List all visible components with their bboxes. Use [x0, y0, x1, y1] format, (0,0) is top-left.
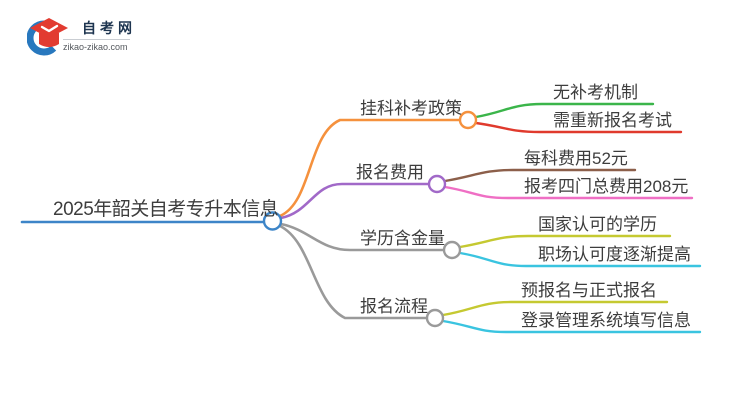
edge-branch2-to-leaf-total-fee [443, 185, 694, 200]
root-topic-label[interactable]: 2025年韶关自考专升本信息 [53, 199, 279, 220]
branch-fees-connector[interactable] [427, 174, 447, 194]
graduation-cap-icon [27, 18, 68, 56]
branch-degree-value-connector[interactable] [442, 240, 462, 260]
branch-process-connector[interactable] [425, 308, 445, 328]
edge-root-to-branch-fees [279, 182, 431, 220]
leaf-per-subject-fee-label[interactable]: 每科费用52元 [524, 149, 628, 168]
leaf-state-recognized-label[interactable]: 国家认可的学历 [538, 215, 657, 234]
edge-branch4-to-leaf-preregistration [441, 300, 669, 317]
site-name: 自考网 [82, 20, 136, 36]
edge-branch1-to-leaf-no-makeup [474, 102, 655, 119]
leaf-no-makeup-label[interactable]: 无补考机制 [553, 83, 638, 102]
edge-branch4-to-leaf-login-system [441, 319, 702, 334]
site-logo[interactable]: 自考网 zikao-zikao.com [25, 9, 165, 57]
leaf-reregister-label[interactable]: 需重新报名考试 [553, 111, 672, 130]
branch-resit-policy-connector[interactable] [458, 110, 478, 130]
leaf-preregistration-label[interactable]: 预报名与正式报名 [521, 281, 657, 300]
root-node-connector[interactable] [262, 211, 283, 231]
edge-branch2-to-leaf-per-subject [443, 168, 637, 183]
edge-root-to-branch-process [278, 224, 429, 320]
leaf-login-system-label[interactable]: 登录管理系统填写信息 [521, 311, 691, 330]
logo-cap-check-shape [40, 24, 59, 33]
edge-branch3-to-leaf-state-recognized [458, 234, 672, 249]
logo-divider [63, 39, 130, 40]
edge-root-to-branch-degree-value [279, 222, 446, 252]
edge-branch3-to-leaf-workplace [458, 251, 702, 268]
branch-fees-label[interactable]: 报名费用 [356, 163, 424, 182]
branch-resit-policy-label[interactable]: 挂科补考政策 [360, 99, 462, 118]
logo-cap-board-shape [30, 18, 68, 38]
branch-process-label[interactable]: 报名流程 [360, 297, 428, 316]
logo-cap-base-shape [39, 33, 59, 47]
branch-degree-value-label[interactable]: 学历含金量 [360, 229, 445, 248]
site-url: zikao-zikao.com [63, 42, 128, 52]
leaf-workplace-recognition-label[interactable]: 职场认可度逐渐提高 [538, 245, 691, 264]
leaf-total-fee-label[interactable]: 报考四门总费用208元 [524, 177, 689, 196]
edge-root-to-branch-resit-policy [278, 118, 461, 218]
edge-branch1-to-leaf-reregister [474, 121, 683, 134]
